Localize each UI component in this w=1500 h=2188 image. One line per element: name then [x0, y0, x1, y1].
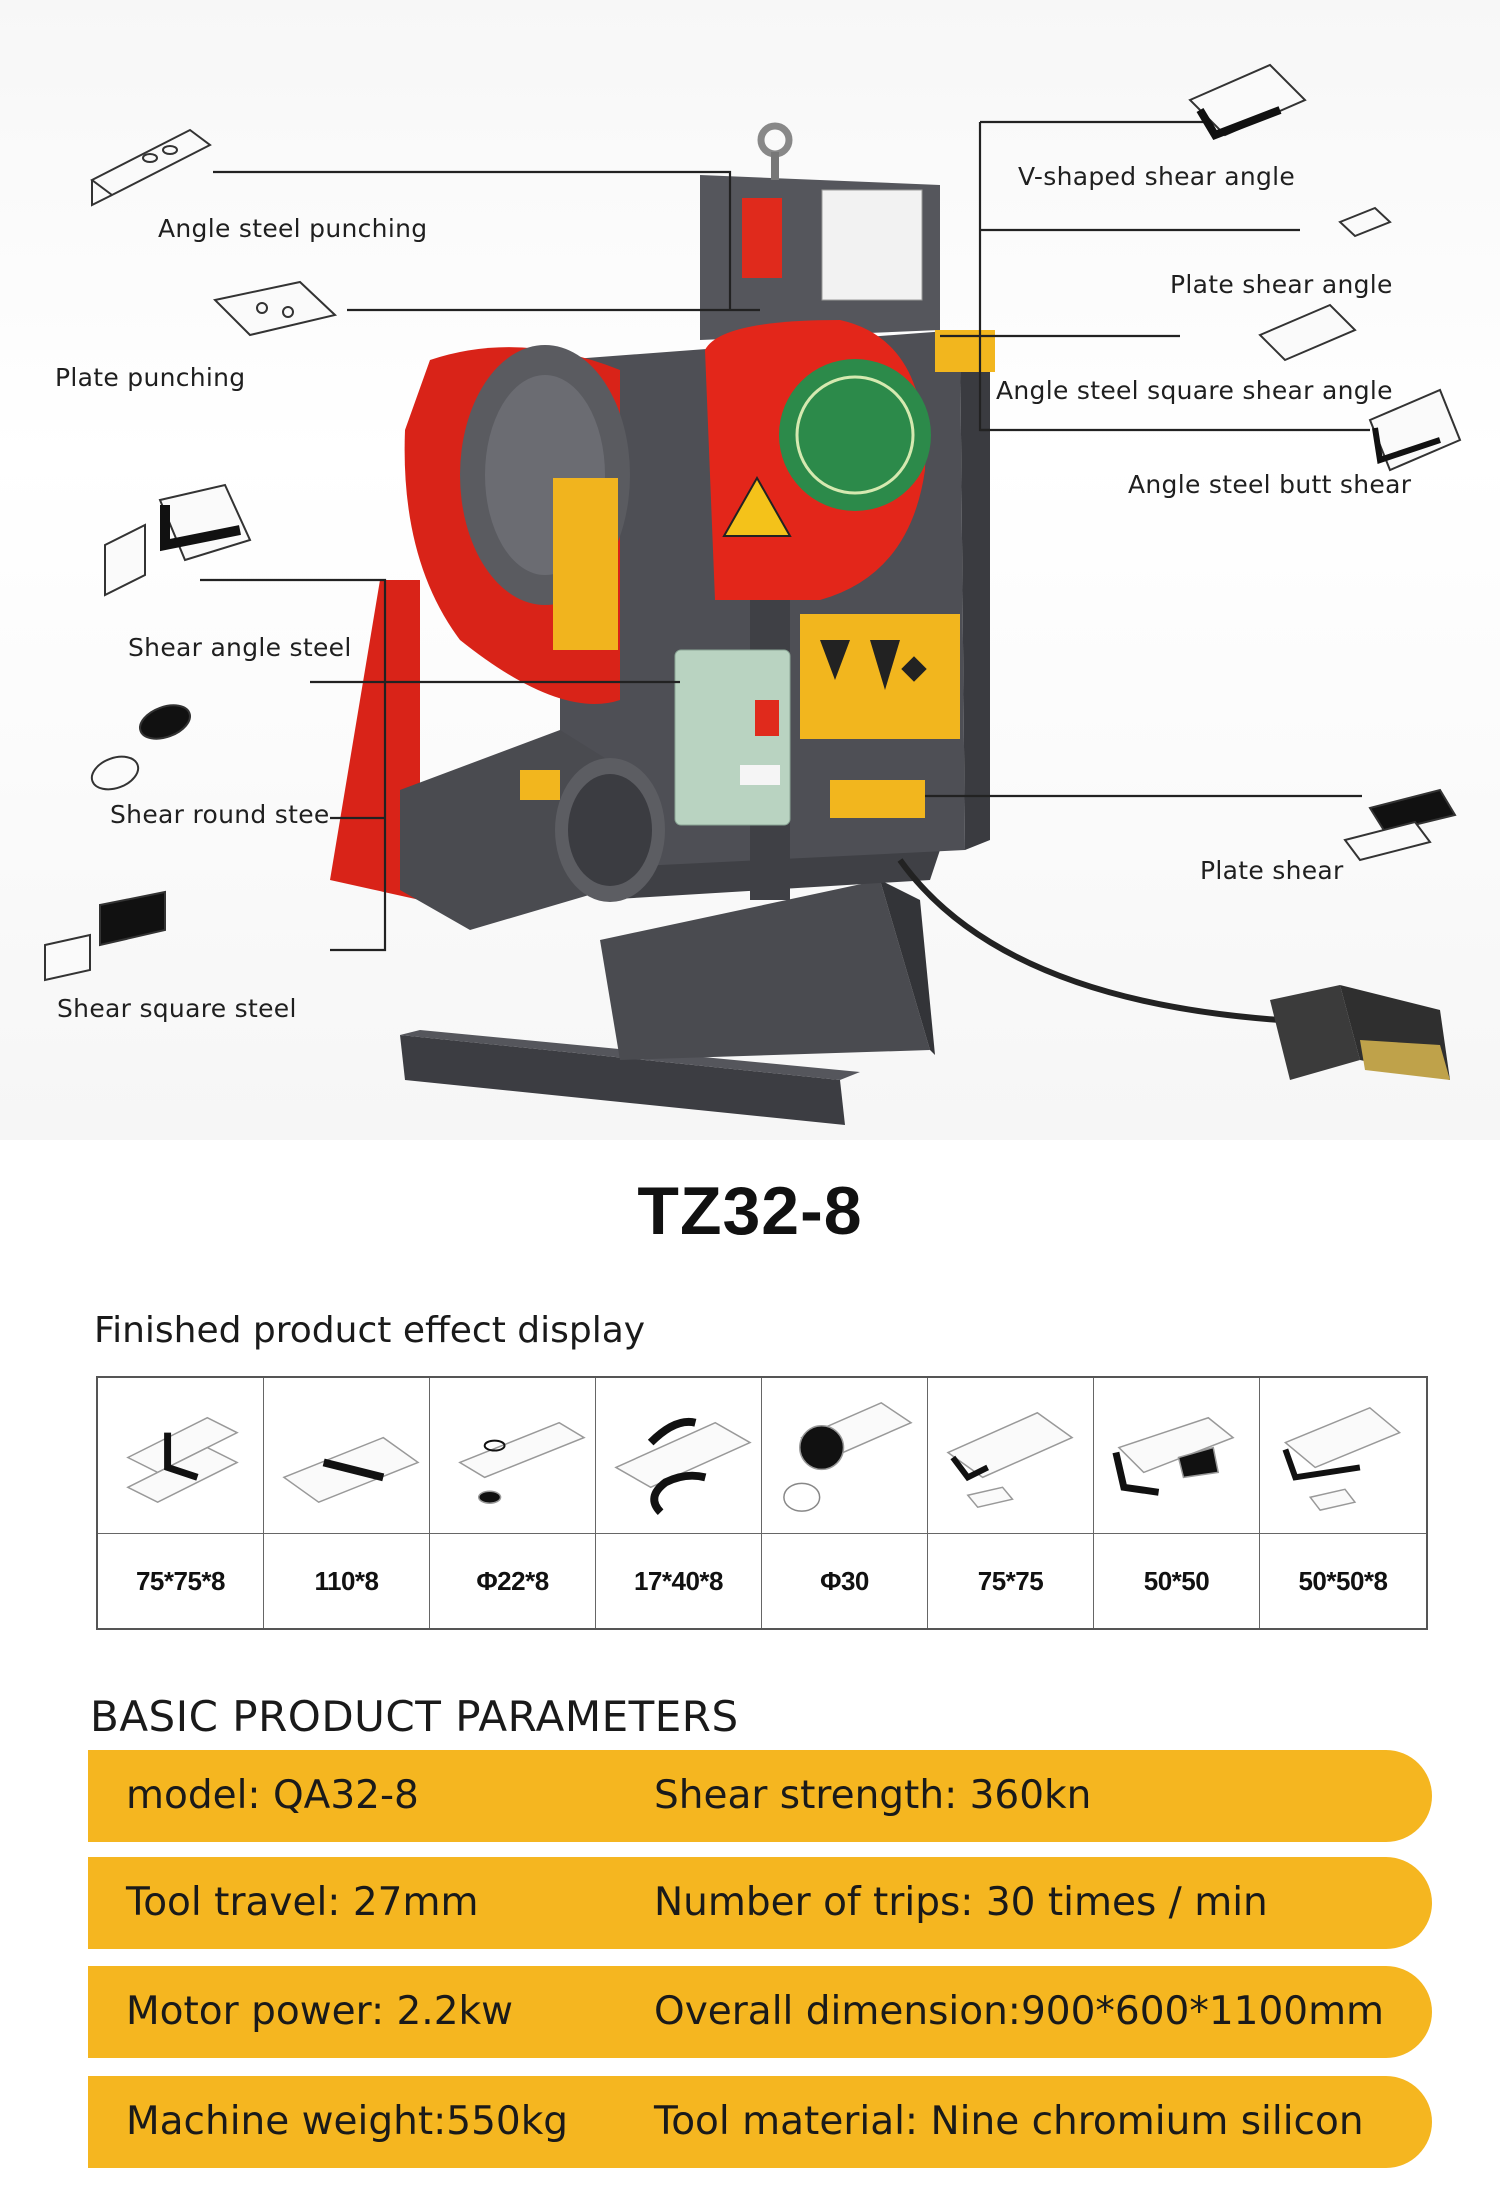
- shear-die-block: [800, 614, 960, 739]
- plate-slot-icon: [264, 1378, 430, 1534]
- callout-shear-angle-steel: Shear angle steel: [128, 633, 352, 662]
- param-row: Tool travel: 27mm Number of trips: 30 ti…: [88, 1857, 1432, 1949]
- hero-section: Angle steel punching Plate punching Shea…: [0, 0, 1500, 1140]
- param-tool-travel: Tool travel: 27mm: [126, 1880, 479, 1925]
- param-overall-dimension: Overall dimension:900*600*1100mm: [654, 1989, 1385, 2034]
- product-label: 75*75: [928, 1534, 1094, 1628]
- param-tool-material: Tool material: Nine chromium silicon: [654, 2099, 1364, 2144]
- product-label: Φ30: [762, 1534, 928, 1628]
- callout-plate-punching: Plate punching: [55, 363, 246, 392]
- machine-illustration: [44, 63, 1462, 1125]
- callout-angle-steel-square-shear-angle: Angle steel square shear angle: [996, 376, 1393, 405]
- v-shear-angle-icon: [928, 1378, 1094, 1534]
- callout-thumbnails: [44, 63, 1462, 982]
- param-model: model: QA32-8: [126, 1773, 419, 1818]
- product-label: 110*8: [264, 1534, 430, 1628]
- angle-steel-punching-icon: [98, 1378, 264, 1534]
- product-label: 50*50*8: [1298, 1565, 1388, 1596]
- param-number-of-trips: Number of trips: 30 times / min: [654, 1880, 1268, 1925]
- product-label: 50*50: [1094, 1534, 1260, 1628]
- cable: [897, 858, 1281, 1023]
- product-label: Φ22*8: [430, 1534, 596, 1628]
- yellow-panel: [553, 478, 618, 650]
- finished-product-table: 75*75*8 110*8 Φ22*8 17*40*8 Φ30 75*75 50…: [96, 1376, 1428, 1630]
- angle-butt-shear-icon: [1260, 1378, 1426, 1534]
- round-steel-icon: [762, 1378, 928, 1534]
- finished-heading: Finished product effect display: [94, 1310, 646, 1351]
- product-label: 17*40*8: [596, 1534, 762, 1628]
- electrical-box: [674, 649, 791, 826]
- warning-label: [742, 198, 782, 278]
- gear-cover: [705, 320, 931, 600]
- callout-v-shaped-shear-angle: V-shaped shear angle: [1018, 162, 1296, 191]
- param-row: model: QA32-8 Shear strength: 360kn: [88, 1750, 1432, 1842]
- callout-angle-steel-butt-shear: Angle steel butt shear: [1128, 470, 1412, 499]
- callout-plate-shear-angle: Plate shear angle: [1170, 270, 1393, 299]
- callout-lines: [200, 120, 1370, 952]
- plate-shear-jaw: [830, 780, 925, 818]
- nameplate: [821, 189, 923, 301]
- lifting-eye: [757, 122, 793, 180]
- model-title: TZ32-8: [637, 1173, 863, 1249]
- param-shear-strength: Shear strength: 360kn: [654, 1773, 1092, 1818]
- param-motor-power: Motor power: 2.2kw: [126, 1989, 513, 2034]
- motor: [400, 730, 665, 930]
- callout-plate-shear: Plate shear: [1200, 856, 1344, 885]
- params-heading: BASIC PRODUCT PARAMETERS: [90, 1692, 739, 1741]
- angle-square-shear-icon: [1094, 1378, 1260, 1534]
- param-row: Motor power: 2.2kw Overall dimension:900…: [88, 1966, 1432, 2058]
- product-label: 75*75*8: [98, 1534, 264, 1628]
- callout-angle-steel-punching: Angle steel punching: [158, 214, 428, 243]
- oblong-hole-icon: [596, 1378, 762, 1534]
- param-row: Machine weight:550kg Tool material: Nine…: [88, 2076, 1432, 2168]
- foot-pedal: [1270, 985, 1450, 1080]
- callout-shear-square-steel: Shear square steel: [57, 994, 297, 1023]
- plate-hole-icon: [430, 1378, 596, 1534]
- callout-shear-round-steel: Shear round stee: [110, 800, 330, 829]
- param-machine-weight: Machine weight:550kg: [126, 2099, 569, 2144]
